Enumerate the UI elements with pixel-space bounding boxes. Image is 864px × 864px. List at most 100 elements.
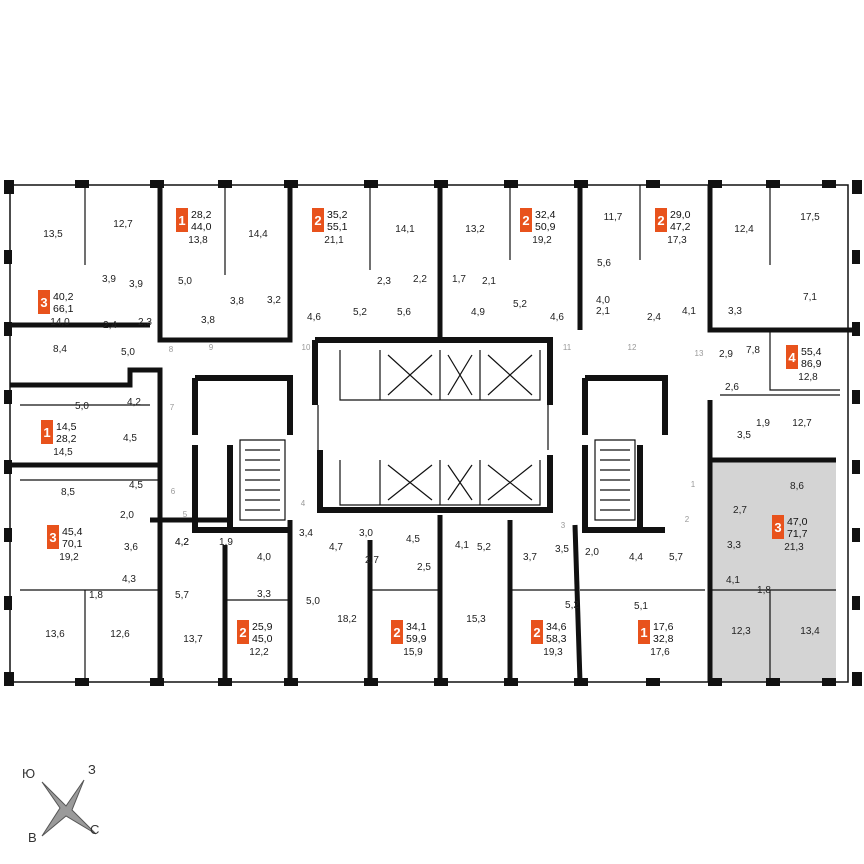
room-area: 17,5 [800,212,820,223]
room-area: 5,0 [75,401,89,412]
apartment-rooms-box [47,525,59,549]
apartment-living-area: 17,6 [653,621,674,633]
apartment-living-area: 14,5 [56,421,77,433]
room-area: 3,2 [267,295,281,306]
room-area: 4,5 [123,433,137,444]
apartment-living-area: 34,6 [546,621,567,633]
apartment-total-area: 70,1 [62,538,83,550]
selected-unit-highlight[interactable] [708,462,836,682]
apartment-total-area: 86,9 [801,358,822,370]
room-area: 3,5 [737,430,751,441]
room-area: 3,7 [523,552,537,563]
apartment-total-area: 32,8 [653,633,674,645]
walls [4,180,862,686]
entrance-number: 9 [209,343,214,352]
apartment-rooms: 2 [657,213,664,228]
room-area: 1,7 [452,274,466,285]
apartment-living-area: 25,9 [252,621,273,633]
apartment-rooms: 2 [239,625,246,640]
room-area: 4,5 [406,534,420,545]
room-area: 5,6 [597,258,611,269]
room-area: 2,7 [733,505,747,516]
apartment-living-area: 55,4 [801,346,822,358]
apartment-kitchen-area: 21,1 [324,235,344,246]
apartment-kitchen-area: 13,8 [188,235,208,246]
room-area: 4,4 [629,552,643,563]
room-area: 11,7 [604,212,623,223]
apartment-rooms: 2 [393,625,400,640]
room-area: 4,0 [257,552,271,563]
apartment-kitchen-area: 14,0 [50,317,70,328]
room-area: 2,1 [596,306,610,317]
room-area: 2,4 [647,312,661,323]
entrance-number: 1 [691,480,696,489]
room-area: 8,5 [61,487,75,498]
entrance-number: 12 [628,343,637,352]
apartment-living-area: 29,0 [670,209,691,221]
room-area: 3,8 [201,315,215,326]
apartment-rooms-box [391,620,403,644]
compass-north-label: Ю [22,766,35,781]
room-area: 1,9 [756,418,770,429]
room-area: 4,1 [682,306,696,317]
apartment-living-area: 32,4 [535,209,556,221]
compass-icon [41,779,97,837]
entrance-number: 7 [170,403,175,412]
entrance-number: 4 [301,499,306,508]
room-area: 1,8 [89,590,103,601]
apartment-rooms: 3 [774,520,781,535]
room-area: 5,0 [121,347,135,358]
apartment-kitchen-area: 19,3 [543,647,563,658]
room-area: 4,2 [175,537,189,548]
room-area: 13,2 [465,224,485,235]
room-area: 3,4 [299,528,313,539]
entrance-number: 2 [685,515,690,524]
entrance-number: 5 [183,510,188,519]
room-area: 5,2 [513,299,527,310]
room-area: 4,9 [471,307,485,318]
apartment-total-area: 71,7 [787,528,808,540]
apartment-kitchen-area: 17,3 [667,235,687,246]
room-area: 2,6 [725,382,739,393]
room-area: 2,2 [413,274,427,285]
room-area: 2,7 [365,555,379,566]
room-area: 5,6 [397,307,411,318]
apartment-rooms: 3 [40,295,47,310]
entrance-number: 11 [563,343,572,352]
entrance-number: 3 [561,521,566,530]
apartment-living-area: 28,2 [191,209,212,221]
room-area: 2,0 [585,547,599,558]
room-area: 4,6 [307,312,321,323]
entrance-number: 13 [695,349,704,358]
apartment-total-area: 59,9 [406,633,427,645]
apartment-rooms-box [176,208,188,232]
compass-rose: Ю З В С [22,762,99,845]
room-area: 3,3 [728,306,742,317]
room-area: 5,0 [178,276,192,287]
apartment-living-area: 45,4 [62,526,83,538]
apartment-rooms: 4 [788,350,796,365]
room-area: 3,3 [727,540,741,551]
apartment-total-area: 45,0 [252,633,273,645]
apartment-kitchen-area: 14,5 [53,447,73,458]
apartment-total-area: 66,1 [53,303,74,315]
room-area: 13,4 [800,626,820,637]
apartment-rooms-box [41,420,53,444]
apartment-rooms-box [38,290,50,314]
apartment-rooms: 1 [640,625,647,640]
